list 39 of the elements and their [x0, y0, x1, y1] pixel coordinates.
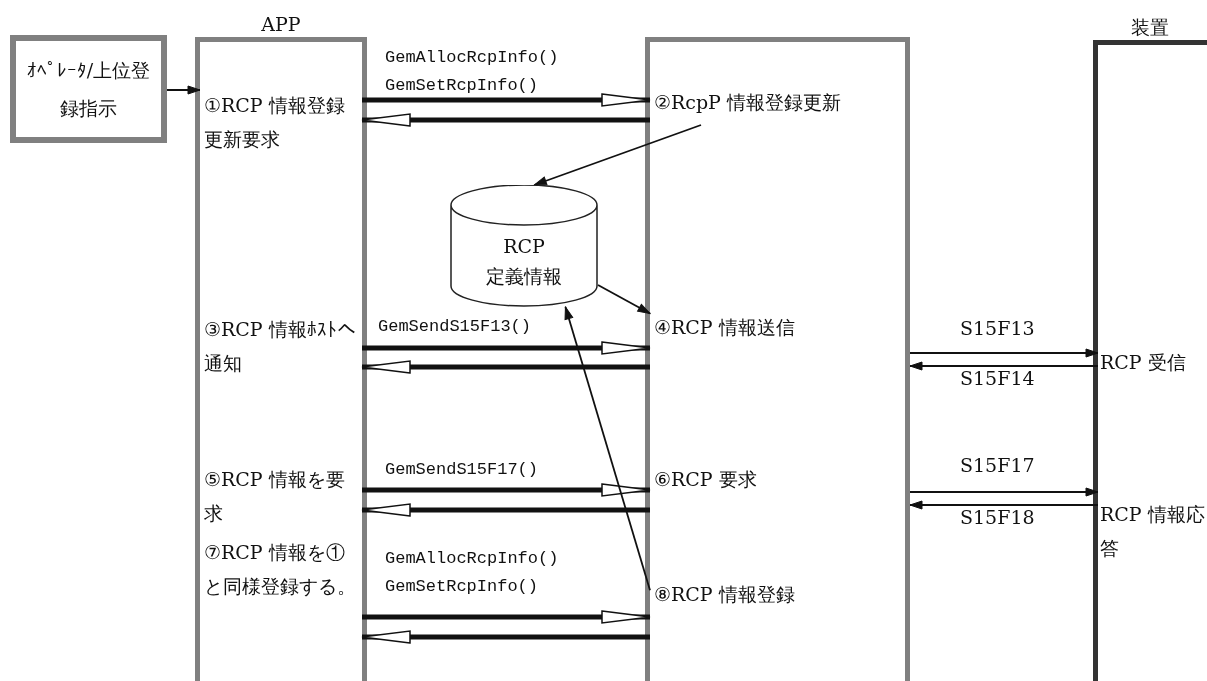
- step-text: RCP 情報応答: [1098, 485, 1207, 565]
- message-arrow: [361, 630, 650, 644]
- step-text: ②RcpP 情報登録更新: [650, 85, 905, 125]
- message-arrow: [909, 361, 1099, 371]
- step-text: RCP 受信: [1098, 345, 1207, 385]
- step-text: ⑧RCP 情報登録: [650, 577, 905, 647]
- database-cylinder: RCP 定義情報: [450, 185, 598, 307]
- message-label: S15F18: [960, 505, 1035, 530]
- message-label: GemSendS15F13(): [378, 316, 532, 338]
- step-text: ①RCP 情報登録更新要求: [200, 88, 362, 148]
- message-arrow: [909, 348, 1099, 358]
- step-text: ③RCP 情報ﾎｽﾄへ通知: [200, 312, 362, 380]
- message-arrow: [166, 85, 201, 95]
- lifeline-heading: 装置: [1130, 15, 1170, 40]
- arrow: [597, 284, 651, 315]
- step-text: ④RCP 情報送信: [650, 310, 905, 380]
- message-arrow: [362, 483, 651, 497]
- message-arrow: [361, 113, 650, 127]
- message-label: GemAllocRcpInfo() GemSetRcpInfo(): [385, 548, 560, 598]
- instruction-box: ｵﾍﾟﾚｰﾀ/上位登録指示: [10, 35, 167, 143]
- message-label: S15F14: [960, 366, 1035, 391]
- message-arrow: [361, 360, 650, 374]
- message-label: GemAllocRcpInfo() GemSetRcpInfo(): [385, 47, 560, 97]
- message-label: S15F17: [960, 453, 1035, 478]
- arrow: [564, 306, 651, 592]
- step-text: ⑥RCP 要求: [650, 462, 905, 522]
- message-label: S15F13: [960, 316, 1035, 341]
- message-label: GemSendS15F17(): [385, 459, 539, 481]
- message-arrow: [362, 610, 651, 624]
- step-text: ⑤RCP 情報を要求: [200, 462, 362, 522]
- message-arrow: [362, 341, 651, 355]
- message-arrow: [361, 503, 650, 517]
- arrow: [533, 124, 702, 186]
- lifeline-box: [645, 37, 910, 681]
- step-text: ⑦RCP 情報を①と同様登録する。: [200, 535, 362, 640]
- message-arrow: [909, 500, 1099, 510]
- lifeline-heading: APP: [260, 12, 302, 37]
- message-arrow: [362, 93, 651, 107]
- message-arrow: [909, 487, 1099, 497]
